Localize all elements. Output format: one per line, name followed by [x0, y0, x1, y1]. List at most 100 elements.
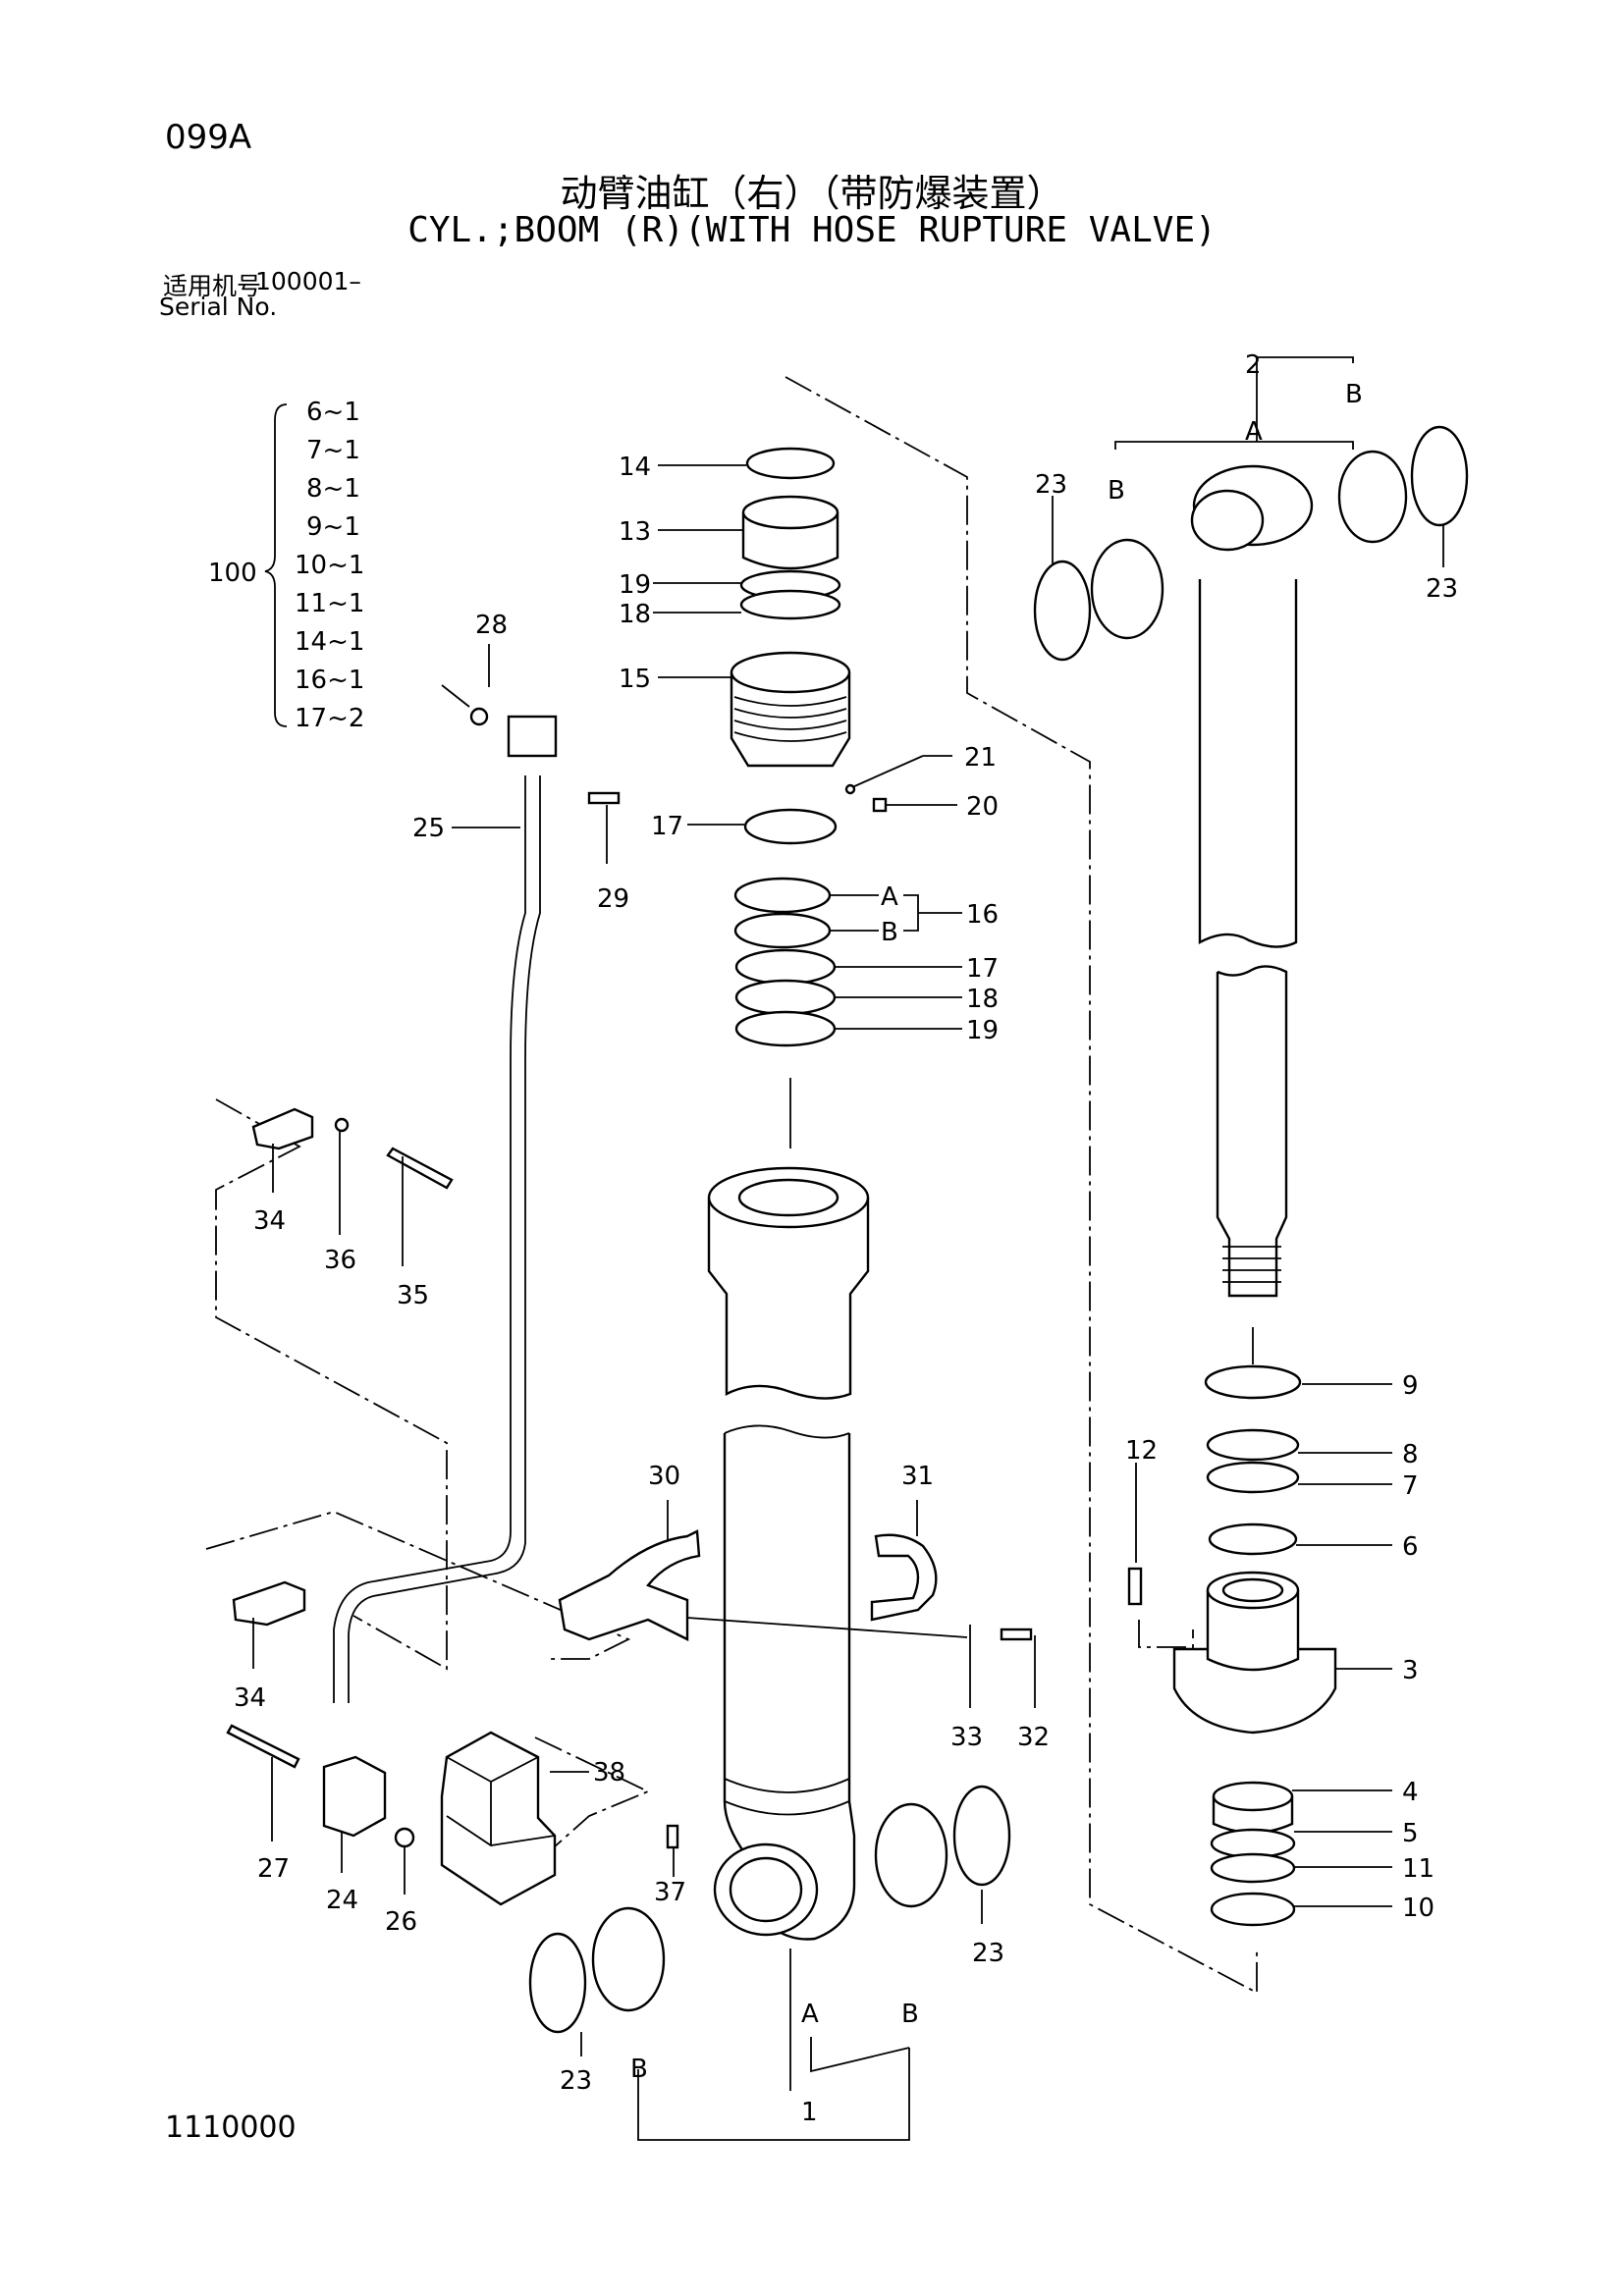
kit-item: 16~1 [295, 666, 364, 695]
part-28-fitting [507, 715, 558, 758]
part-23-seal-bottom-left [528, 1932, 587, 2034]
callout-11: 11 [1402, 1854, 1435, 1884]
assembly-lines [205, 376, 1258, 1995]
callout-17-lower: 17 [966, 954, 999, 984]
serial-label-english: Serial No. [159, 293, 278, 321]
part-35-bolt [386, 1147, 454, 1190]
page-code: 099A [165, 118, 252, 157]
callout-24: 24 [326, 1886, 358, 1915]
callout-6: 6 [1402, 1532, 1419, 1562]
part-12-bolt [1127, 1567, 1143, 1606]
callout-2: 2 [1245, 350, 1262, 380]
part-15-piston-top [730, 651, 851, 694]
kit-item: 14~1 [295, 627, 364, 657]
part-36-washer [334, 1117, 350, 1133]
serial-number-value: 100001– [255, 267, 361, 295]
callout-b-bottom-right: B [901, 2000, 919, 2029]
callout-23-top-right: 23 [1426, 574, 1458, 604]
callout-100: 100 [208, 559, 257, 588]
callout-3: 3 [1402, 1656, 1419, 1685]
kit-item: 7~1 [306, 436, 360, 465]
part-18-ring [739, 589, 841, 620]
callout-19: 19 [619, 570, 651, 600]
part-14-wear-ring [745, 447, 836, 480]
part-18-ring-lower [734, 979, 837, 1016]
part-30-band [558, 1529, 701, 1641]
part-b-bushing-bottom-left [591, 1906, 666, 2012]
callout-19-lower: 19 [966, 1016, 999, 1045]
part-32-bolt [1000, 1628, 1033, 1641]
kit-item: 17~2 [295, 704, 364, 733]
part-7-ring [1206, 1461, 1300, 1494]
callout-15: 15 [619, 665, 651, 694]
callout-21: 21 [964, 743, 997, 773]
part-37-plug [666, 1824, 679, 1849]
callout-4: 4 [1402, 1778, 1419, 1807]
part-25-pipe [333, 775, 526, 1703]
part-34-clamp-lower [232, 1580, 306, 1627]
callout-8: 8 [1402, 1440, 1419, 1469]
callout-25: 25 [412, 814, 445, 843]
callout-23-top-left: 23 [1035, 470, 1067, 500]
callout-b-top-right: B [1345, 380, 1363, 409]
part-26-o-ring [394, 1827, 415, 1848]
callout-14: 14 [619, 453, 651, 482]
part-16a-seal [733, 877, 832, 914]
part-23-seal-bottom-right [952, 1785, 1011, 1887]
piston-stack [730, 447, 888, 2091]
part-2-piston-rod [1190, 464, 1314, 1298]
callout-a-bottom: A [801, 2000, 819, 2029]
part-31-band [870, 1533, 938, 1622]
callout-16: 16 [966, 900, 999, 930]
part-34-clamp-upper [251, 1107, 314, 1150]
page-title-chinese: 动臂油缸（右）（带防爆装置） [560, 172, 1064, 215]
part-16b-seal [733, 912, 832, 949]
callout-27: 27 [257, 1854, 290, 1884]
part-23-seal-left [1033, 560, 1092, 662]
callout-29: 29 [597, 884, 629, 914]
leader-lines [252, 464, 1444, 2056]
callout-18-lower: 18 [966, 985, 999, 1014]
part-6-seal [1208, 1522, 1298, 1556]
callout-28: 28 [475, 611, 508, 640]
part-24-flange [322, 1755, 387, 1838]
serial-label-chinese: 适用机号 [163, 272, 262, 300]
callout-31: 31 [901, 1462, 934, 1491]
part-3-rod-cover [1172, 1647, 1337, 1735]
part-27-bolt [226, 1724, 300, 1769]
document-number: 1110000 [165, 2110, 297, 2145]
part-9-seal [1204, 1364, 1302, 1400]
kit-item: 10~1 [295, 551, 364, 580]
callout-35: 35 [397, 1281, 429, 1310]
part-20-set-screw [872, 797, 888, 813]
callout-7: 7 [1402, 1471, 1419, 1501]
callout-10: 10 [1402, 1894, 1435, 1923]
callout-32: 32 [1017, 1723, 1050, 1752]
part-28-o-ring [469, 707, 489, 726]
mounting-bands [558, 1529, 1033, 1641]
part-b-bushing-left [1090, 538, 1164, 640]
part-11-ring [1210, 1852, 1296, 1884]
callout-38: 38 [593, 1758, 625, 1788]
callout-16b: B [881, 918, 898, 947]
kit-item: 11~1 [295, 589, 364, 618]
kit-item: 6~1 [306, 398, 360, 427]
callout-20: 20 [966, 792, 999, 822]
page-title-english: CYL.;BOOM (R)(WITH HOSE RUPTURE VALVE) [407, 210, 1217, 250]
callout-30: 30 [648, 1462, 680, 1491]
hose-valve-group [226, 707, 679, 1906]
callout-9: 9 [1402, 1371, 1419, 1401]
bottom-bushings [528, 1785, 1011, 2141]
callout-34-lower: 34 [234, 1683, 266, 1713]
part-15-piston [730, 672, 851, 768]
callout-13: 13 [619, 517, 651, 547]
callout-18: 18 [619, 600, 651, 629]
callout-34: 34 [253, 1206, 286, 1236]
callout-23-bottom-right: 23 [972, 1939, 1004, 1968]
kit-item: 9~1 [306, 512, 360, 542]
part-17-ring [734, 948, 837, 986]
rod-head-parts [1127, 1364, 1337, 1927]
part-1-cylinder-tube [707, 1166, 870, 1941]
callout-17: 17 [651, 812, 683, 841]
